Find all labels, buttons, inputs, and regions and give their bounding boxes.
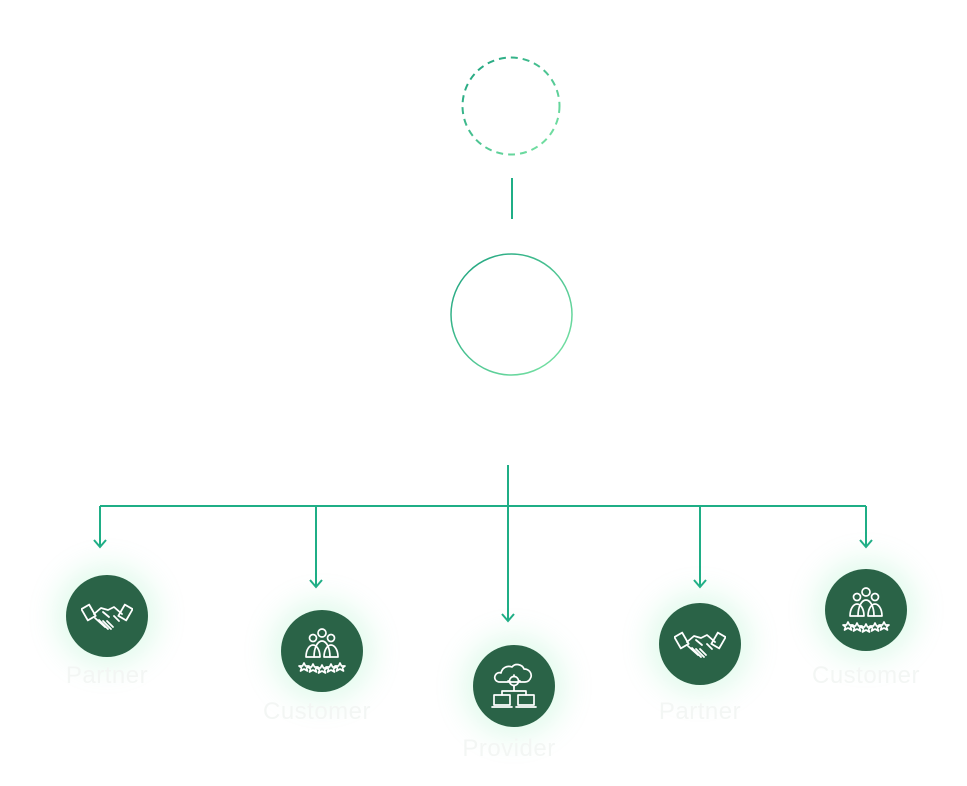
cloud-network-icon bbox=[491, 663, 537, 708]
dashed-top-circle bbox=[461, 56, 561, 156]
label-customer-1: Customer bbox=[262, 698, 372, 725]
label-customer-2: Customer bbox=[811, 662, 921, 689]
arrowhead-customer-1 bbox=[309, 579, 323, 589]
label-partner-1: Partner bbox=[65, 662, 149, 689]
node-partner-1[interactable] bbox=[66, 575, 148, 657]
arrowhead-partner-1 bbox=[93, 539, 107, 549]
label-partner-2: Partner bbox=[658, 698, 742, 725]
label-provider: Provider bbox=[462, 735, 556, 762]
node-customer-1[interactable] bbox=[281, 610, 363, 692]
arrowhead-provider bbox=[501, 613, 515, 623]
handshake-icon bbox=[674, 631, 726, 658]
customer-group-icon bbox=[298, 628, 346, 674]
node-partner-2[interactable] bbox=[659, 603, 741, 685]
handshake-icon bbox=[81, 603, 133, 630]
arrowhead-partner-2 bbox=[693, 579, 707, 589]
arrowhead-customer-2 bbox=[859, 539, 873, 549]
node-provider[interactable] bbox=[473, 645, 555, 727]
node-customer-2[interactable] bbox=[825, 569, 907, 651]
customer-group-icon bbox=[842, 587, 890, 633]
center-circle bbox=[450, 253, 573, 376]
